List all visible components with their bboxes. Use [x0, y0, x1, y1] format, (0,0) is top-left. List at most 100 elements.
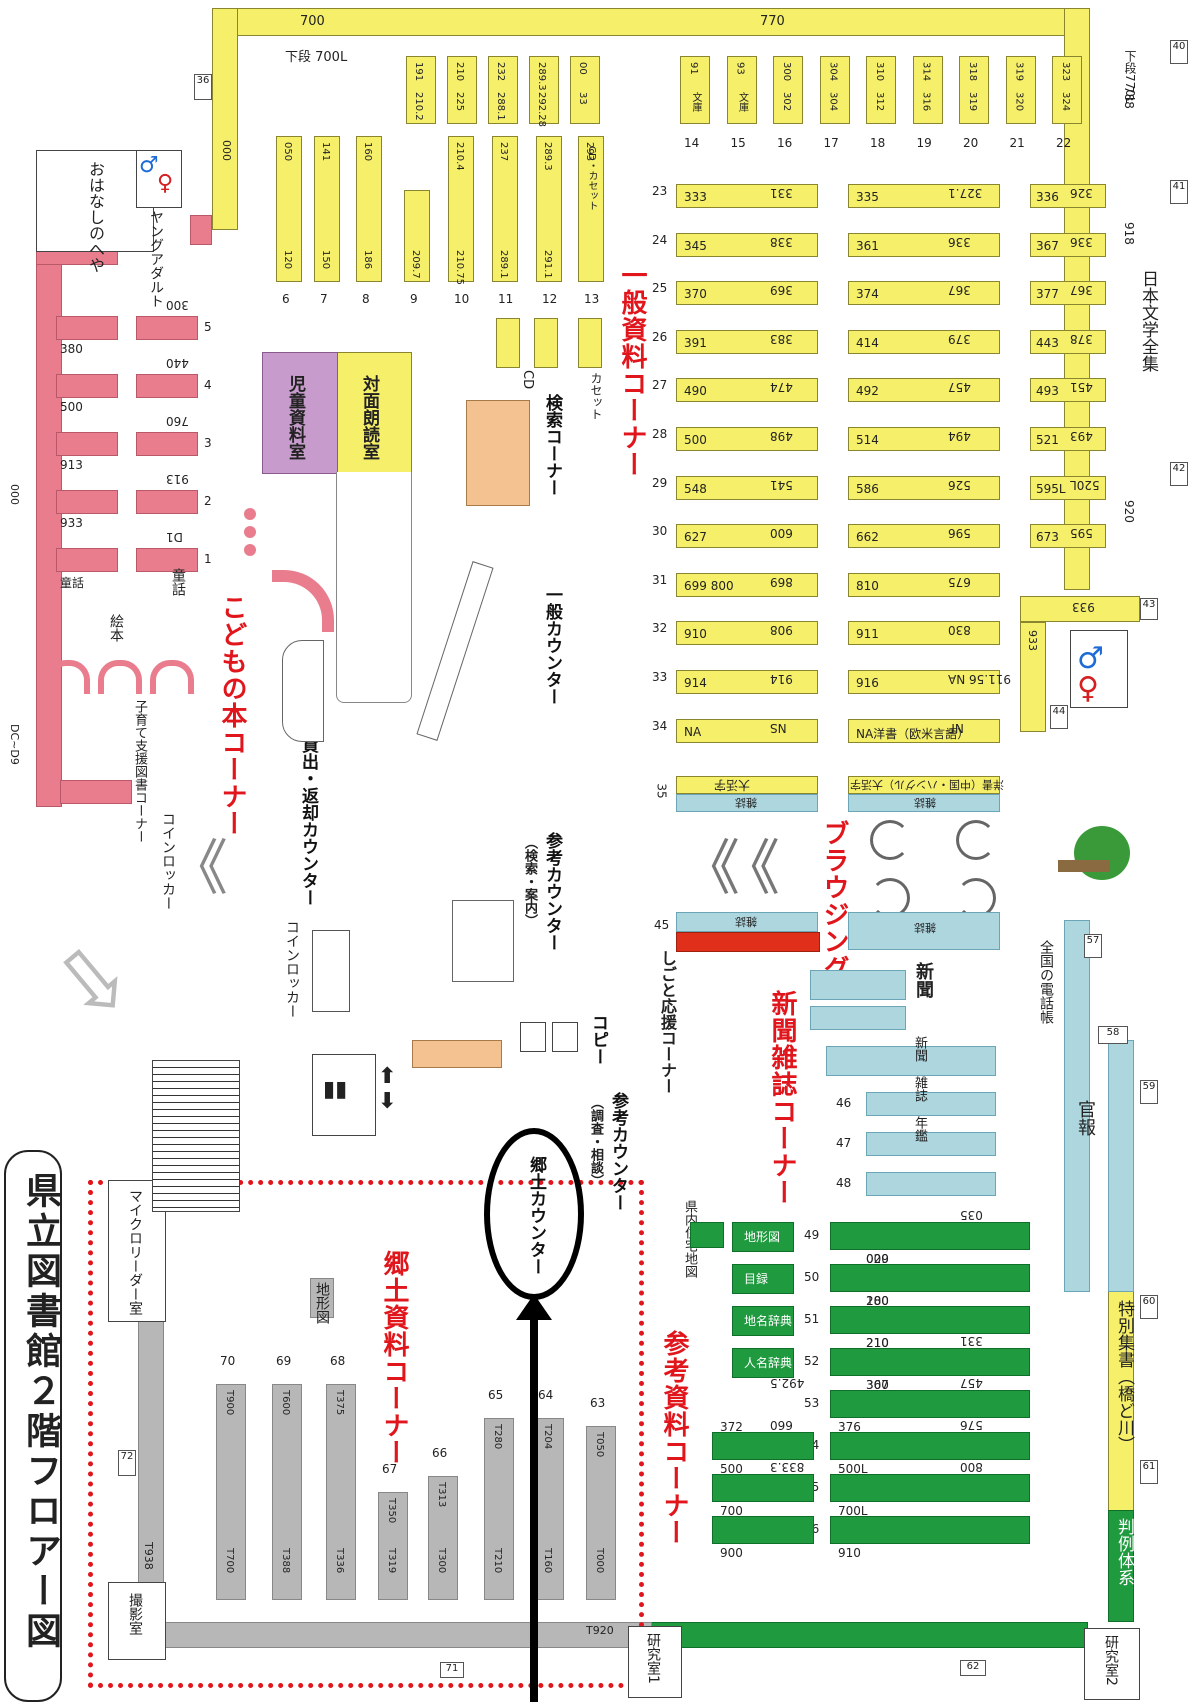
right-col-shelf [866, 56, 896, 124]
photo-room[interactable]: 撮影室 [108, 1582, 166, 1660]
map-title-box: 県立図書館２階フロアー図 [4, 1150, 62, 1702]
row-c: 374 [856, 287, 879, 302]
child-num: 4 [204, 378, 212, 392]
news-label: 雑誌 [912, 1076, 927, 1102]
local-b: T210 [492, 1548, 503, 1574]
research-room-2[interactable]: 研究室2 [1084, 1628, 1140, 1700]
browsing-chair-2 [956, 820, 996, 860]
top-row-b: 33 [577, 92, 588, 105]
row-b: 474 [770, 380, 793, 395]
local-t920: T920 [586, 1624, 614, 1637]
row-shelf-a [676, 621, 818, 646]
top-col-top: 293 [584, 142, 595, 162]
child-a: 760 [166, 414, 189, 428]
row-shelf-a [676, 378, 818, 403]
row-num: 29 [652, 475, 668, 490]
right-num-788: 788 [1122, 86, 1136, 109]
local-t: T350 [386, 1498, 397, 1524]
top-col-shelf [356, 136, 382, 282]
special-collection-label: 特別集書（橋ど川） [1114, 1300, 1134, 1453]
row35-a-label: 大活字 [714, 778, 751, 792]
row-e: 493 [1036, 384, 1059, 399]
pb-arc-3 [150, 660, 194, 694]
row-shelf-c [848, 184, 1000, 208]
ref-box [732, 1348, 794, 1378]
right-col-b: 319 [967, 92, 978, 112]
row-b: 331 [770, 186, 793, 200]
row45-red [676, 932, 820, 952]
child-shelf-a [136, 548, 198, 572]
row-a: NA [684, 724, 702, 739]
storytelling-room[interactable]: おはなしのへや [36, 150, 154, 273]
top-col-top: 141 [320, 142, 331, 162]
newspaper-rack-2 [810, 1006, 906, 1030]
ref-shelf-a [712, 1432, 814, 1460]
local-t: T204 [542, 1424, 553, 1450]
ref-a: 180 [866, 1294, 889, 1308]
right-col-shelf [680, 56, 710, 124]
top-col-top: 160 [362, 142, 373, 162]
right-col-b: 320 [1013, 92, 1025, 112]
top-col-bot: 209.7 [410, 250, 421, 279]
row-shelf-e [1030, 524, 1106, 549]
ref-b: 210 [866, 1336, 889, 1350]
row-num: 31 [652, 572, 668, 587]
local-t: T050 [594, 1432, 605, 1458]
row-shelf-e [1030, 184, 1106, 208]
right-col-t: 93 [734, 62, 746, 75]
bottom-wall-gray [150, 1622, 652, 1648]
top-col-num: 6 [282, 292, 290, 306]
right-col-b: 312 [874, 92, 885, 112]
row-f: 378 [1070, 331, 1093, 346]
fairy-tales-label: 童話 [170, 568, 186, 596]
row-d: 457 [948, 380, 971, 395]
right-col-num: 18 [870, 136, 886, 150]
num-933b: 933 [1026, 630, 1039, 651]
research-room-1[interactable]: 研究室1 [628, 1626, 682, 1698]
row-f: 451 [1070, 380, 1093, 395]
lending-counter-desk [282, 640, 324, 742]
right-col-shelf [1005, 56, 1036, 124]
row35-a-mag [676, 794, 818, 812]
elevator[interactable]: ▮▮ [312, 1054, 376, 1136]
right-col-num: 21 [1009, 136, 1025, 150]
ref-shelf-b [830, 1264, 1030, 1292]
center-column [336, 472, 412, 703]
row-c: 514 [856, 433, 879, 447]
local-t: T280 [492, 1424, 503, 1450]
browsing-title: ブラウジング [819, 820, 849, 982]
row-a: 910 [684, 627, 707, 642]
children-material-room[interactable]: 児童資料室 [262, 352, 338, 474]
row-shelf-c [848, 232, 1000, 257]
top-col-top: 050 [282, 142, 293, 162]
row35-b-mag-label: 雑誌 [914, 796, 936, 809]
copy-desk [412, 1040, 502, 1068]
ref-d: 576 [960, 1418, 983, 1432]
top-row-shelf [406, 56, 436, 124]
ref-box [732, 1222, 794, 1252]
row-c: 911 [856, 627, 879, 642]
local-t: T600 [280, 1390, 291, 1416]
row-shelf-c [848, 475, 1000, 500]
facing-reading-room[interactable]: 対面朗読室 [336, 352, 412, 474]
arrow-shaft [530, 1306, 538, 1702]
row-num: 28 [652, 427, 668, 441]
ref-c: 833.3 [770, 1460, 805, 1474]
top-col-shelf [276, 136, 302, 282]
row-shelf-e [1030, 329, 1106, 354]
ref-num: 49 [804, 1228, 820, 1242]
elevator-arrows: ⬆⬇ [378, 1064, 397, 1114]
row-a: 490 [684, 384, 707, 399]
local-counter-label: 郷土カウンター [526, 1156, 546, 1275]
child-a: 440 [166, 356, 189, 370]
ref-box-label: 地形図 [744, 1230, 781, 1244]
right-col-t: 300 [781, 62, 792, 82]
case-law-label: 判例体系 [1114, 1518, 1134, 1586]
row-shelf-a [676, 232, 818, 257]
right-num-44: 44 [1050, 705, 1068, 729]
row-d: 675 [948, 574, 971, 589]
top-row-b: 292.28 [536, 92, 547, 127]
local-shelf [326, 1384, 356, 1600]
right-col-t: 319 [1013, 62, 1025, 82]
top-col-shelf [536, 136, 562, 282]
